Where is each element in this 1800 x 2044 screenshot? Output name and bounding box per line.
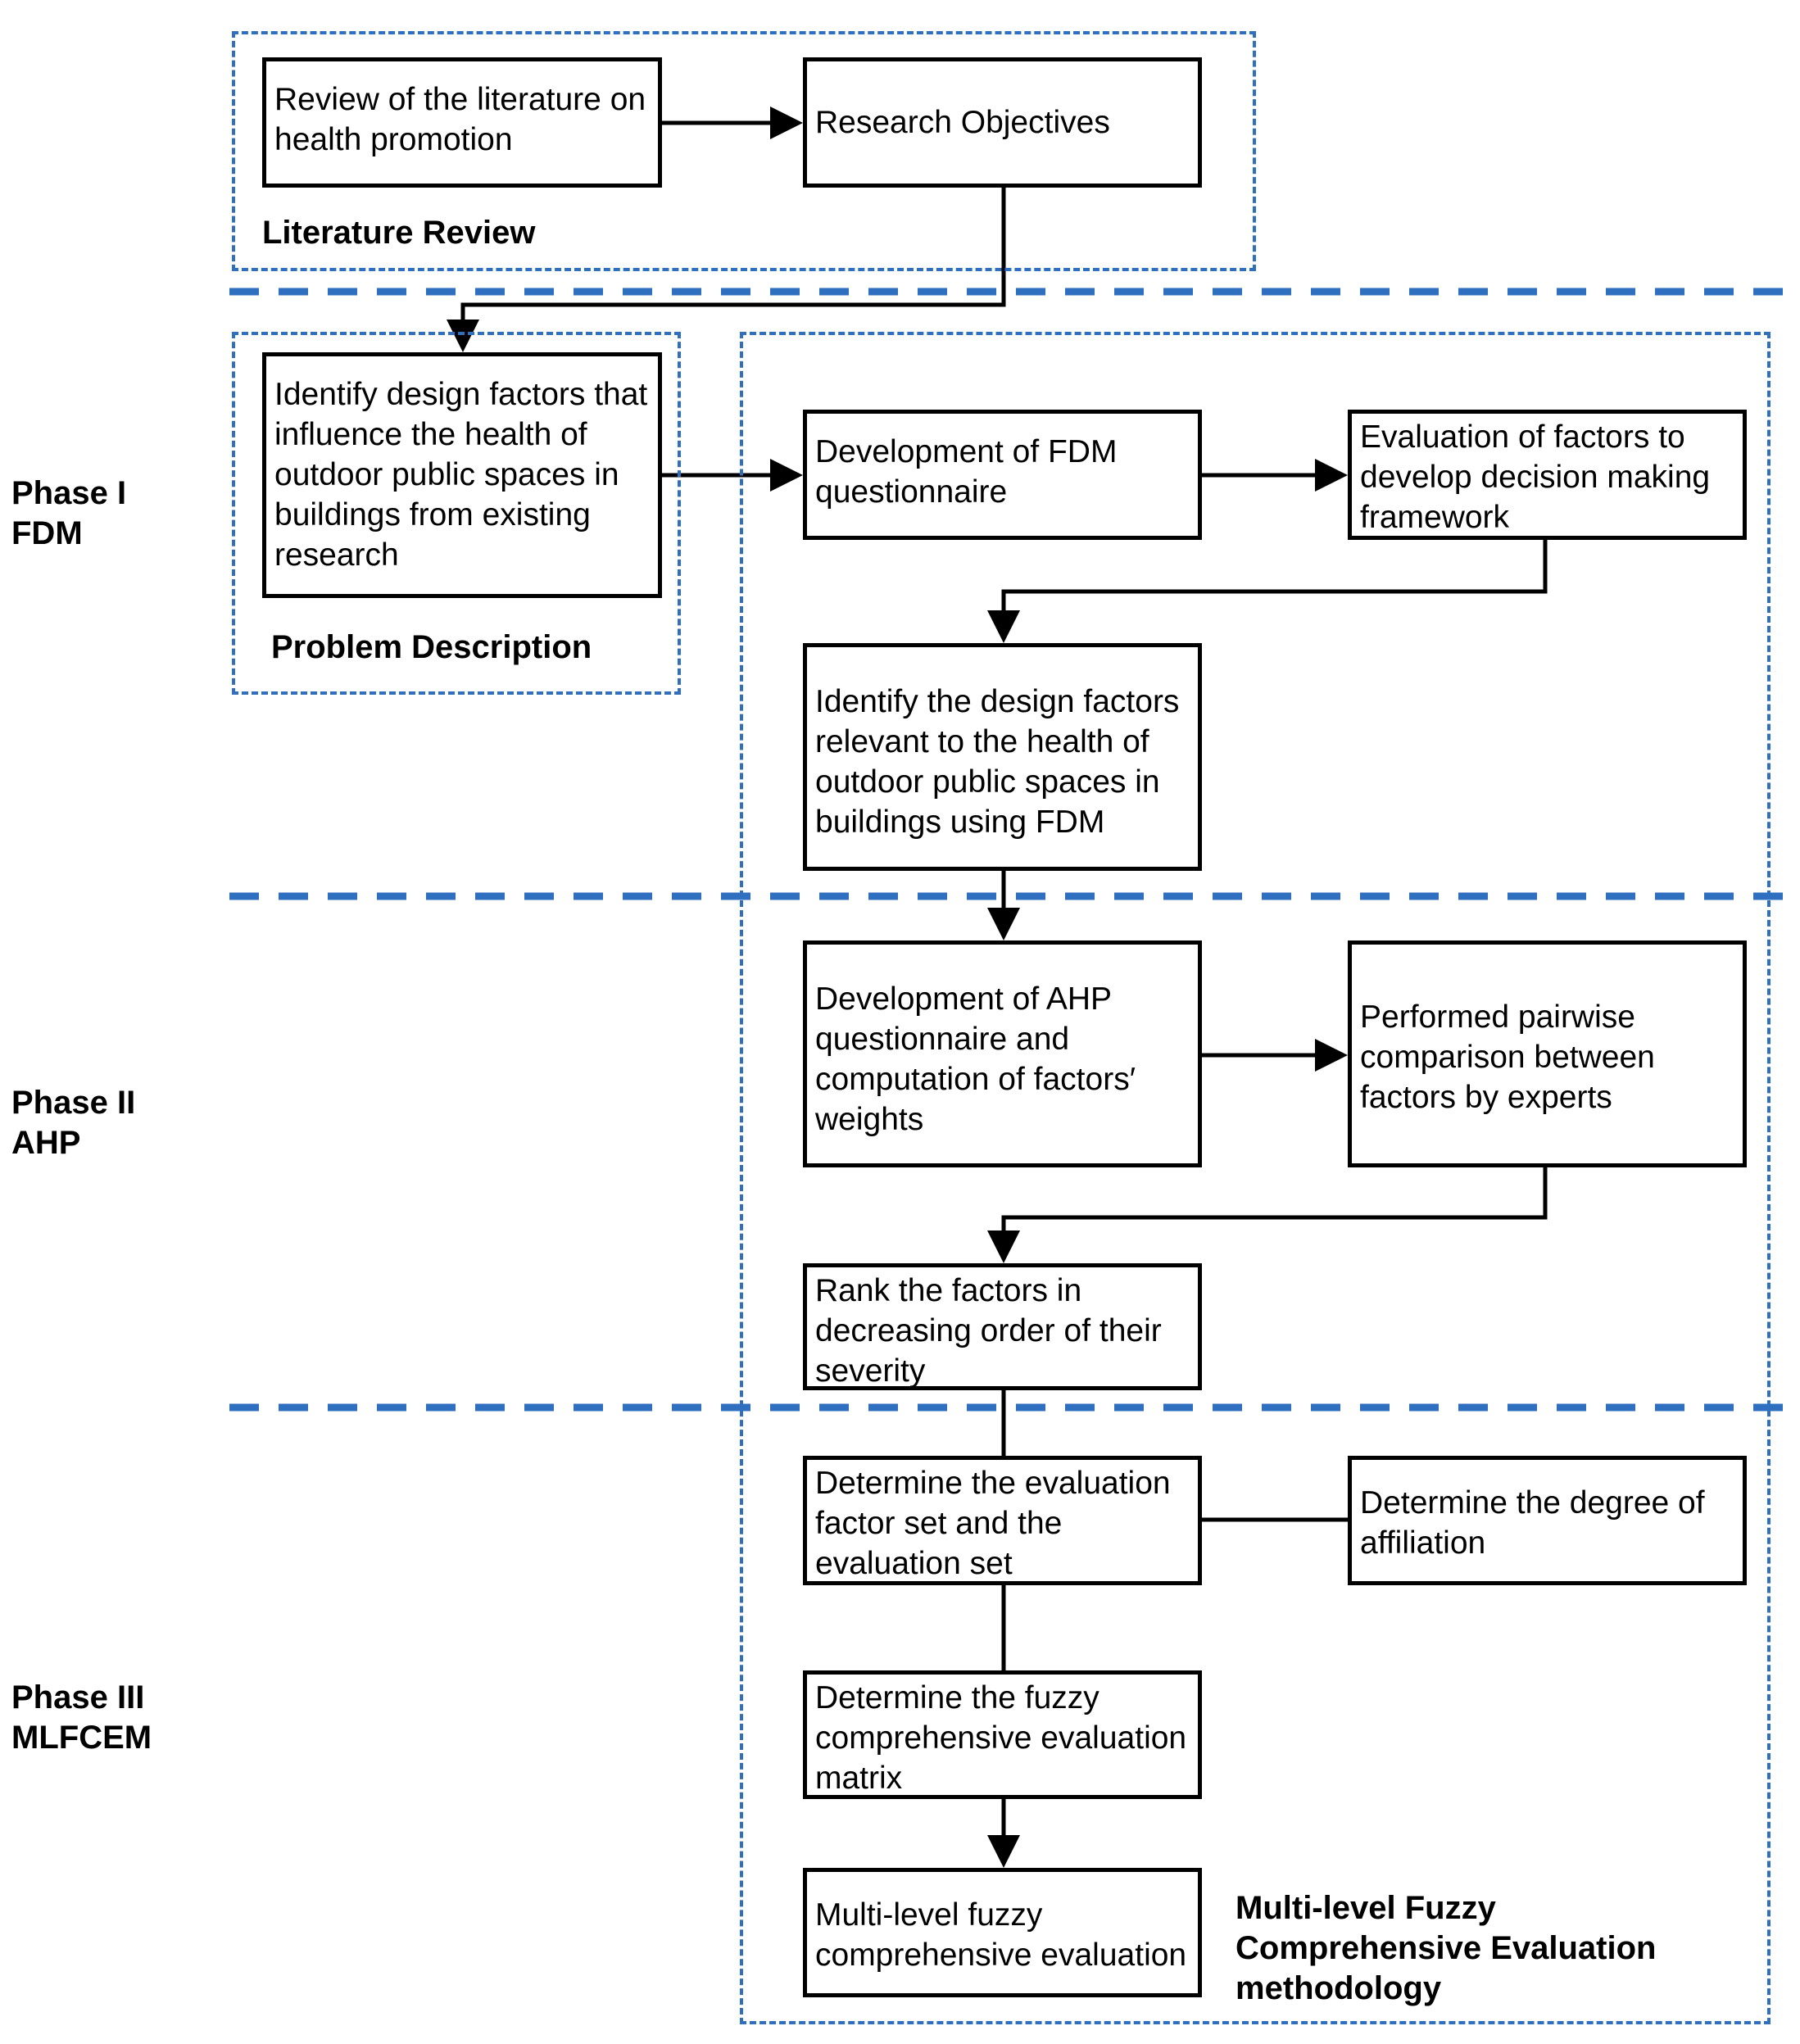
arrow-pairwise-to-rank [987, 1167, 1548, 1263]
phase-3-label: Phase III MLFCEM [11, 1678, 152, 1758]
literature-review-label: Literature Review [262, 215, 536, 251]
phase-1-method: FDM [11, 515, 83, 551]
literature-review-group [232, 31, 1256, 271]
identify-factors-existing-box: Identify design factors that influence t… [262, 352, 662, 598]
pairwise-comparison-box: Performed pairwise comparison between fa… [1348, 940, 1747, 1167]
phase-1-label: Phase I FDM [11, 474, 126, 554]
identify-factors-fdm-box: Identify the design factors relevant to … [803, 643, 1202, 871]
arrow-objectives-to-identify [447, 188, 1006, 352]
phase-2-method: AHP [11, 1125, 81, 1161]
problem-description-group [232, 332, 681, 695]
phase-1-name: Phase I [11, 475, 127, 511]
phase-3-method: MLFCEM [11, 1720, 152, 1756]
mlfcem-group [740, 332, 1771, 2024]
problem-description-label: Problem Description [271, 629, 592, 665]
research-objectives-box: Research Objectives [803, 57, 1202, 188]
factor-set-box: Determine the evaluation factor set and … [803, 1456, 1202, 1585]
phase-2-label: Phase II AHP [11, 1083, 135, 1163]
affiliation-box: Determine the degree of affiliation [1348, 1456, 1747, 1585]
rank-factors-box: Rank the factors in decreasing order of … [803, 1263, 1202, 1390]
evaluate-factors-box: Evaluation of factors to develop decisio… [1348, 410, 1747, 540]
arrow-evaluation-to-identify-fdm [987, 540, 1548, 643]
mlfcem-label: Multi-level Fuzzy Comprehensive Evaluati… [1236, 1890, 1657, 2006]
ahp-questionnaire-box: Development of AHP questionnaire and com… [803, 940, 1202, 1167]
phase-2-name: Phase II [11, 1085, 136, 1121]
fdm-questionnaire-box: Development of FDM questionnaire [803, 410, 1202, 540]
review-literature-box: Review of the literature on health promo… [262, 57, 662, 188]
multilevel-evaluation-box: Multi-level fuzzy comprehensive evaluati… [803, 1868, 1202, 1997]
phase-3-name: Phase III [11, 1679, 145, 1715]
fuzzy-matrix-box: Determine the fuzzy comprehensive evalua… [803, 1670, 1202, 1799]
